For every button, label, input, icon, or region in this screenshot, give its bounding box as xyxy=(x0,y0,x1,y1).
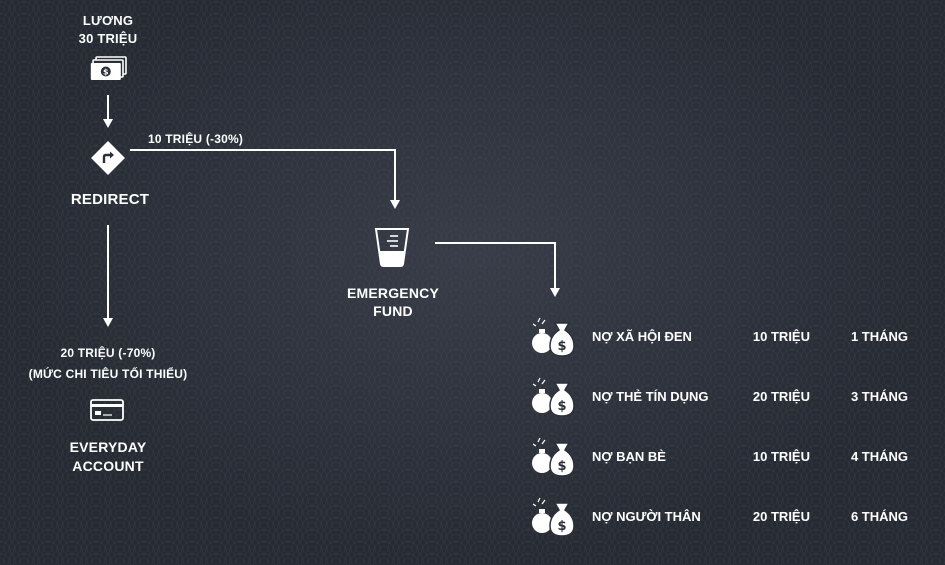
money-bag-icon: $ xyxy=(532,377,575,417)
credit-card-icon xyxy=(90,399,124,421)
arrow-redirect-to-fund xyxy=(130,149,396,202)
debt-row: $ NỢ NGƯỜI THÂN 20 TRIỆU 6 THÁNG xyxy=(530,496,920,540)
account-transfer-note: (MỨC CHI TIÊU TỐI THIỂU) xyxy=(28,367,188,381)
fund-transfer-label: 10 TRIỆU (-30%) xyxy=(148,132,244,146)
everyday-account-label: EVERYDAY ACCOUNT xyxy=(48,438,168,476)
debt-name: NỢ BẠN BÈ xyxy=(592,449,666,464)
svg-text:$: $ xyxy=(557,339,566,354)
debt-name: NỢ NGƯỜI THÂN xyxy=(592,509,701,524)
svg-text:$: $ xyxy=(557,459,566,474)
jar-icon xyxy=(374,228,410,267)
salary-label: LƯƠNG 30 TRIỆU xyxy=(58,12,158,48)
arrow-fund-to-debts xyxy=(435,242,556,290)
salary-title: LƯƠNG xyxy=(82,13,134,28)
money-bag-icon: $ xyxy=(532,317,575,357)
svg-text:$: $ xyxy=(557,519,566,534)
debt-amount: 20 TRIỆU xyxy=(752,509,810,524)
debt-row: $ NỢ BẠN BÈ 10 TRIỆU 4 THÁNG xyxy=(530,436,920,480)
cash-icon: $ xyxy=(90,56,127,80)
debt-amount: 10 TRIỆU xyxy=(752,329,810,344)
svg-text:$: $ xyxy=(103,68,109,77)
debt-name: NỢ XÃ HỘI ĐEN xyxy=(592,329,692,344)
account-title-line2: ACCOUNT xyxy=(72,458,144,474)
fund-title-line2: FUND xyxy=(373,303,413,319)
debt-row: $ NỢ XÃ HỘI ĐEN 10 TRIỆU 1 THÁNG xyxy=(530,316,920,360)
emergency-fund-label: EMERGENCY FUND xyxy=(333,284,453,320)
account-transfer-label: 20 TRIỆU (-70%) (MỨC CHI TIÊU TỐI THIỂU) xyxy=(8,343,208,385)
redirect-arrow-icon xyxy=(91,141,125,175)
debt-duration: 4 THÁNG xyxy=(850,449,908,464)
money-bag-icon: $ xyxy=(532,437,575,477)
debt-name: NỢ THẺ TÍN DỤNG xyxy=(592,389,709,404)
money-bag-icon: $ xyxy=(532,497,575,537)
fund-title-line1: EMERGENCY xyxy=(346,285,440,301)
account-title-line1: EVERYDAY xyxy=(69,439,147,455)
debt-duration: 1 THÁNG xyxy=(850,329,908,344)
debt-amount: 10 TRIỆU xyxy=(752,449,810,464)
salary-amount: 30 TRIỆU xyxy=(78,31,138,46)
redirect-label: REDIRECT xyxy=(70,191,150,208)
debt-duration: 3 THÁNG xyxy=(850,389,908,404)
account-transfer-amount: 20 TRIỆU (-70%) xyxy=(60,346,156,360)
debt-duration: 6 THÁNG xyxy=(850,509,908,524)
debt-row: $ NỢ THẺ TÍN DỤNG 20 TRIỆU 3 THÁNG xyxy=(530,376,920,420)
debt-amount: 20 TRIỆU xyxy=(752,389,810,404)
svg-text:$: $ xyxy=(557,399,566,414)
